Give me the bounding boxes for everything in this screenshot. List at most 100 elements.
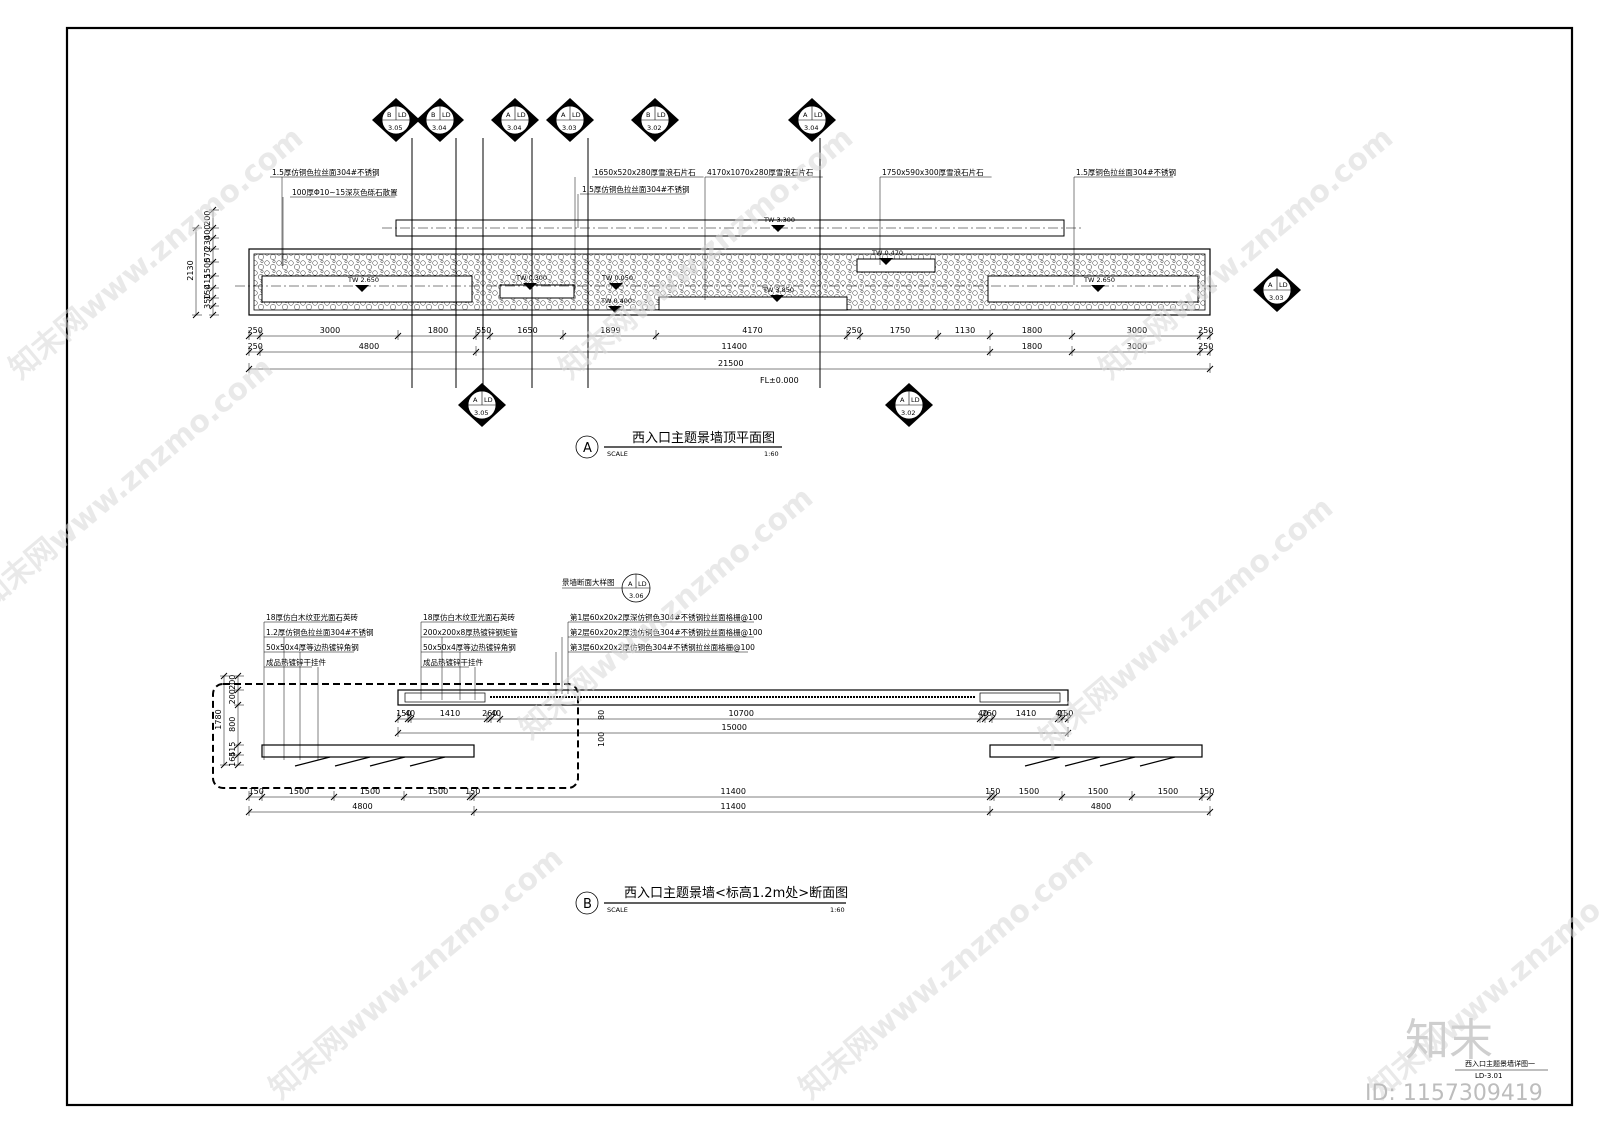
callout-note: 50x50x4厚等边热镀锌角钢 [421,642,516,700]
svg-text:1.5厚仿铜色拉丝面304#不锈钢: 1.5厚仿铜色拉丝面304#不锈钢 [582,184,690,194]
svg-text:A: A [628,580,633,588]
plan-a-notes: 1.5厚仿铜色拉丝面304#不锈钢 100厚Φ10~15深灰色砾石散置 1650x5… [270,167,1176,300]
dimension-label: 40 [978,709,988,718]
callout-note: 1750x590x300厚雪浪石片石 [879,167,992,265]
svg-text:A: A [473,396,478,404]
title-block: 西入口主题景墙详图一 LD-3.01 [1455,1059,1548,1080]
svg-text:3.06: 3.06 [629,592,643,600]
dimension-label: 1800 [1022,342,1042,351]
callout-note: 1650x520x280厚雪浪石片石 [574,167,704,290]
section-b-title-circle [575,891,599,915]
svg-text:1.2厚仿铜色拉丝面304#不锈钢: 1.2厚仿铜色拉丝面304#不锈钢 [266,627,374,637]
section-b-wing-left [261,744,475,758]
callout-note: 100厚Φ10~15深灰色砾石散置 [282,187,398,266]
dimension-label: 200 [203,211,212,226]
svg-text:TW 2.650: TW 2.650 [1083,276,1115,284]
dimension-label: 570 [203,247,212,262]
dimension-label: 550 [476,326,491,335]
section-b-title: 西入口主题景墙<标高1.2m处>断面图 [624,885,848,901]
plan-a-stone-slab-1 [499,284,575,299]
level-marker: TW 3.300 [763,216,795,232]
dimension-label: 40 [405,709,415,718]
dimension-label: 15000 [722,723,747,732]
svg-text:B: B [387,111,391,119]
plan-a-steel-plate-left [261,275,473,303]
dimension-label: 1800 [428,326,448,335]
svg-text:A: A [506,111,511,119]
svg-text:A: A [900,396,905,404]
svg-text:3.02: 3.02 [647,124,661,132]
svg-text:200x200x8厚热镀锌钢矩管: 200x200x8厚热镀锌钢矩管 [423,627,518,637]
dimension-label: 200 [228,689,237,704]
callout-note: 成品热镀锌干挂件 [421,657,483,700]
plan-a-scale-word: SCALE [607,450,628,458]
svg-text:LD: LD [638,580,647,588]
callout-note: 第3层60x20x2厚仿铜色304#不锈钢拉丝面格栅@100 [555,642,755,694]
plan-a-floor-level: FL±0.000 [760,376,799,385]
callout-note: 第1层60x20x2厚深仿铜色304#不锈钢拉丝面格栅@100 [567,612,763,694]
svg-text:100: 100 [597,732,606,747]
callout-note: 1.5厚仿铜色拉丝面304#不锈钢 [577,184,690,228]
svg-text:18厚仿白木纹亚光面石英砖: 18厚仿白木纹亚光面石英砖 [266,612,359,622]
svg-text:成品热镀锌干挂件: 成品热镀锌干挂件 [423,657,483,667]
dimension-label: 1780 [214,709,223,729]
callout-note: 4170x1070x280厚雪浪石片石 [704,167,823,300]
svg-text:1.5厚铜色拉丝面304#不锈钢: 1.5厚铜色拉丝面304#不锈钢 [1076,167,1176,177]
section-b-detail-boundary [212,683,579,789]
dimension-chain-vertical: 2130 [186,224,202,319]
dimension-label: 1410 [1016,709,1036,718]
callout-note: 18厚仿白木纹亚光面石英砖 [420,612,516,700]
svg-text:成品热镀锌干挂件: 成品热镀锌干挂件 [266,657,326,667]
svg-text:A: A [803,111,808,119]
svg-text:A: A [561,111,566,119]
dimension-label: 1500 [1088,787,1108,796]
level-marker: TW 0.300 [515,274,547,290]
svg-text:3.04: 3.04 [432,124,446,132]
dimension-label: 260 [982,709,997,718]
dimension-label: 415 [203,274,212,289]
dimension-label: 4800 [1091,802,1111,811]
section-b-wing-right [989,744,1203,758]
watermark-logo: 知末 [1405,1015,1493,1066]
svg-text:18厚仿白木纹亚光面石英砖: 18厚仿白木纹亚光面石英砖 [423,612,516,622]
dimension-label: 3000 [320,326,340,335]
svg-text:知末网www.znzmo.com: 知末网www.znzmo.com [1093,120,1400,386]
level-marker: TW 2.650 [1083,276,1115,292]
dimension-label: 4800 [352,802,372,811]
plan-a-title: 西入口主题景墙顶平面图 [632,431,775,446]
dimension-label: 1650 [517,326,537,335]
sheet-border [65,26,1574,1107]
svg-text:LD: LD [1279,281,1288,289]
level-marker: TW 2.650 [347,276,379,292]
section-b-tube-right [979,692,1061,703]
svg-text:3.02: 3.02 [901,409,915,417]
plan-a-section-lines [411,138,821,388]
dimension-label: 1500 [428,787,448,796]
section-b-label: B [583,897,592,912]
plan-a-title-circle [575,435,599,459]
dimension-label: 1410 [440,709,460,718]
dimension-label: 250 [248,342,263,351]
svg-text:LD: LD [657,111,666,119]
dimension-label: 250 [847,326,862,335]
svg-text:3.03: 3.03 [562,124,576,132]
callout-note: 成品热镀锌干挂件 [264,657,326,760]
section-b-scale-word: SCALE [607,906,628,914]
svg-text:第3层60x20x2厚仿铜色304#不锈钢拉丝面格栅@100: 第3层60x20x2厚仿铜色304#不锈钢拉丝面格栅@100 [570,642,755,652]
